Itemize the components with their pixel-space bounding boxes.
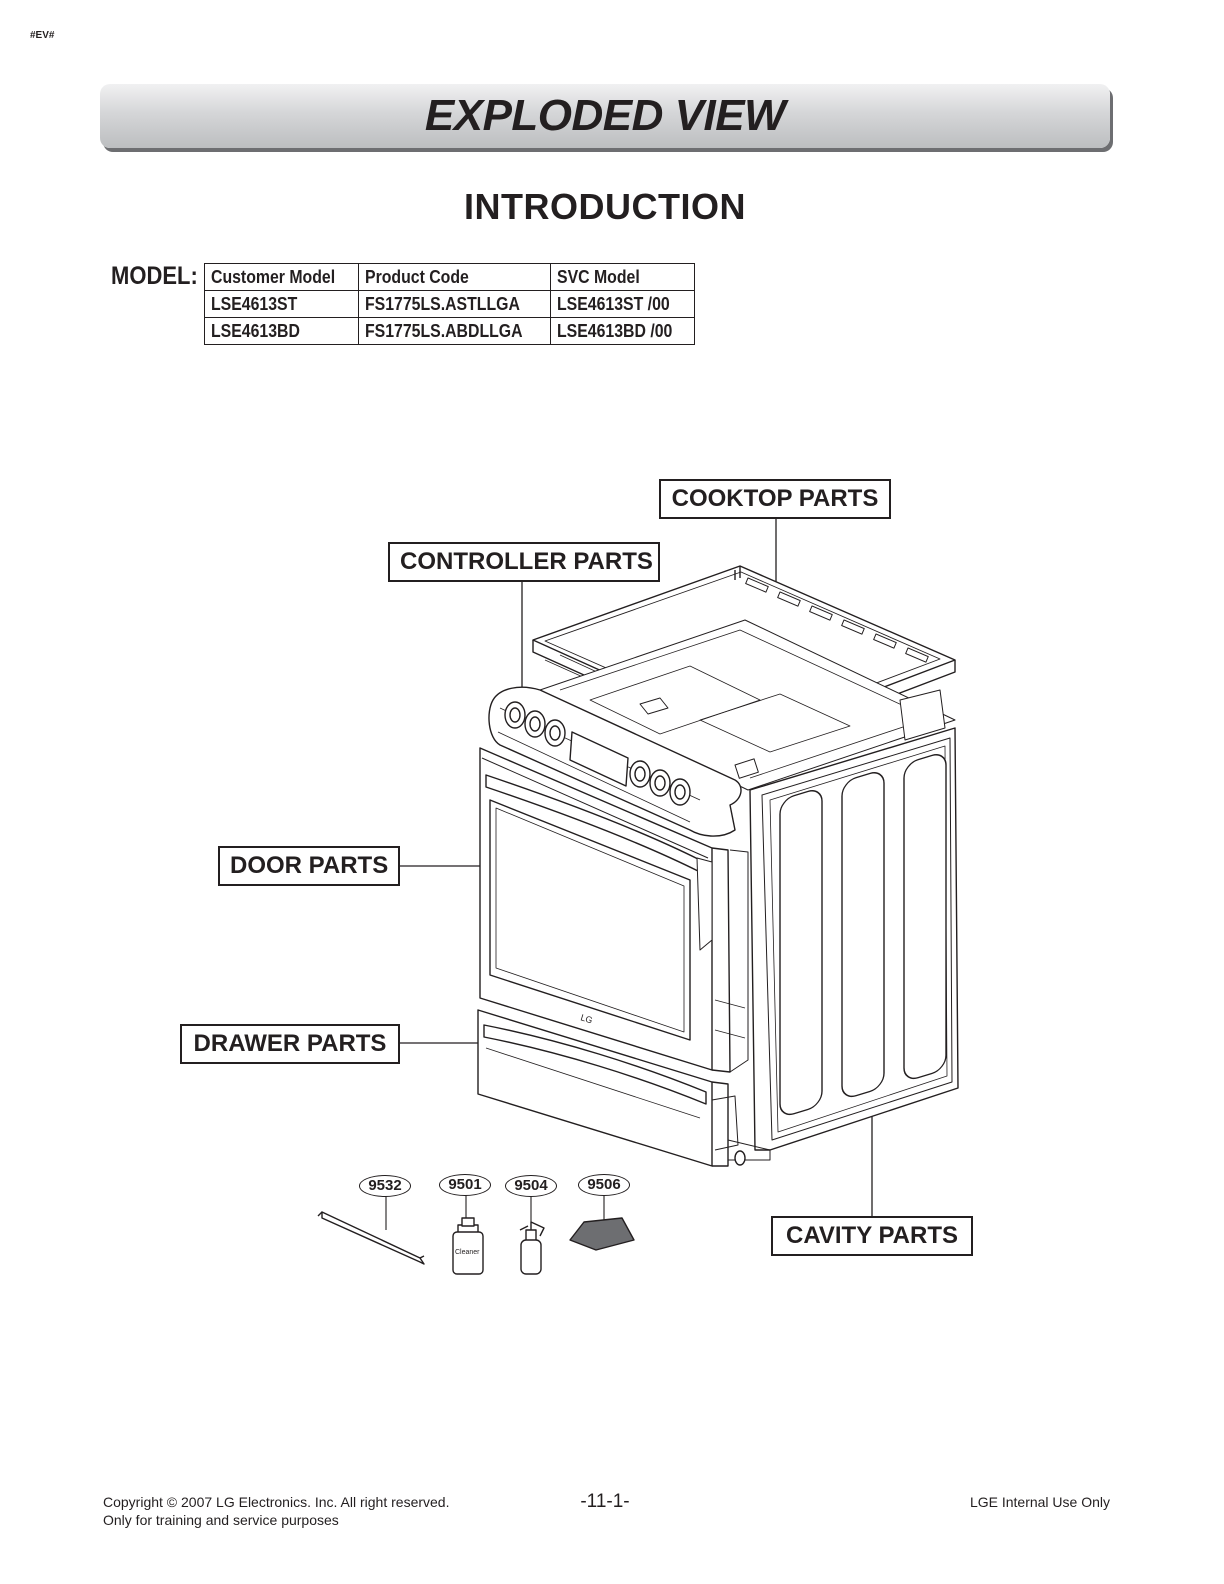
svg-text:LG: LG [579,1012,593,1025]
part-number-9504: 9504 [505,1175,557,1197]
broil-pan-rail [317,1211,425,1265]
control-panel [488,686,742,837]
storage-drawer [477,1009,771,1167]
oven-door: LG [479,747,749,1073]
bottle-label: Cleaner [455,1249,480,1256]
table-row: LSE4613ST FS1775LS.ASTLLGA LSE4613ST /00 [203,290,696,318]
part-number-9506: 9506 [578,1174,630,1196]
cavity-parts-callout[interactable]: CAVITY PARTS [771,1216,973,1256]
footer-copyright: Copyright © 2007 LG Electronics. Inc. Al… [103,1494,450,1510]
table-row: LSE4613BD FS1775LS.ABDLLGA LSE4613BD /00 [203,317,696,345]
drawer-parts-callout[interactable]: DRAWER PARTS [180,1024,400,1064]
controller-parts-callout[interactable]: CONTROLLER PARTS [388,542,660,582]
column-header: Product Code [358,263,552,291]
svc-model-cell: LSE4613BD /00 [550,317,696,345]
cleaner-bottle [452,1217,484,1275]
column-header: Customer Model [203,263,360,291]
part-number-9501: 9501 [439,1174,491,1196]
footer-internal: LGE Internal Use Only [969,1494,1110,1510]
cabinet-side [749,727,959,1151]
column-header: SVC Model [550,263,696,291]
table-header-row: Customer Model Product Code SVC Model [203,263,696,291]
banner-title: EXPLODED VIEW [424,91,786,140]
customer-model-cell: LSE4613BD [203,317,360,345]
leader-lines [397,517,873,1216]
door-parts-callout[interactable]: DOOR PARTS [218,846,400,886]
customer-model-cell: LSE4613ST [203,290,360,318]
product-code-cell: FS1775LS.ASTLLGA [358,290,552,318]
model-label: MODEL: [111,262,198,290]
svc-model-cell: LSE4613ST /00 [550,290,696,318]
part-number-9532: 9532 [359,1175,411,1197]
model-table: Customer Model Product Code SVC Model LS… [203,263,696,345]
title-banner: EXPLODED VIEW [100,84,1110,148]
cabinet-top [539,619,956,791]
product-code-cell: FS1775LS.ABDLLGA [358,317,552,345]
footer-purpose: Only for training and service purposes [103,1512,339,1528]
spray-bottle [519,1221,545,1275]
scrub-pad [569,1217,635,1251]
section-title: INTRODUCTION [464,186,746,227]
page-tag: #EV# [30,30,55,41]
cooktop-parts-callout[interactable]: COOKTOP PARTS [659,479,891,519]
page-number: -11-1- [580,1491,630,1512]
